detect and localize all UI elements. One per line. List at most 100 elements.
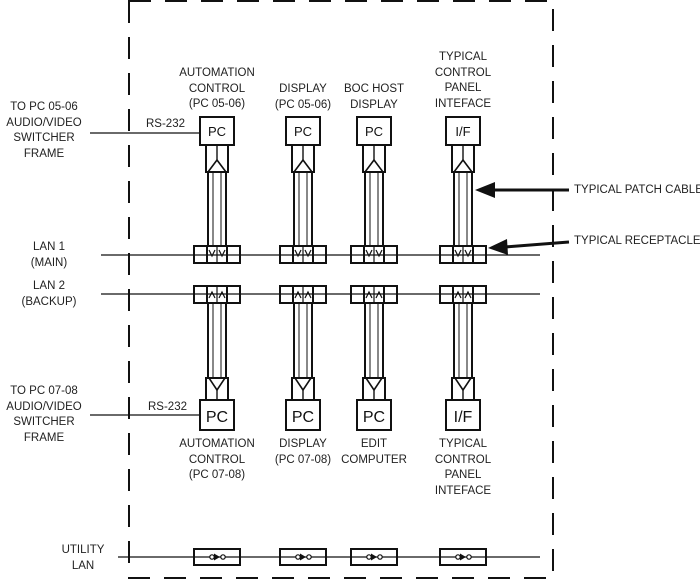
upper-patch-cable <box>364 171 384 247</box>
jack-contacts-icon <box>454 290 472 299</box>
upper-device-caption: AUTOMATION CONTROL (PC 05-06) <box>167 66 267 113</box>
port-arrow-icon <box>214 553 220 561</box>
device-column: I/F I/F <box>439 116 487 566</box>
rs232-label-top: RS-232 <box>146 118 185 130</box>
lower-device-caption-line: (PC 07-08) <box>274 453 332 466</box>
lan1-label-line: LAN 1 <box>33 241 65 253</box>
upper-device-box <box>445 116 481 146</box>
lower-device-caption-line: TYPICAL <box>439 438 487 450</box>
lower-patch-cable <box>293 302 313 379</box>
lan1-label-line: (MAIN) <box>30 256 68 269</box>
upper-device-box-label: PC <box>208 124 226 139</box>
lower-device-caption-line: COMPUTER <box>341 453 407 466</box>
lower-device-caption-line: PANEL <box>444 469 482 481</box>
port-node-icon <box>295 554 301 560</box>
lan2-label-line: (BACKUP) <box>21 295 77 308</box>
upper-device-caption-line: BOC HOST <box>343 83 405 95</box>
device-column: PC PC <box>350 116 398 566</box>
bottom-switcher-label-line: FRAME <box>23 431 65 444</box>
utility-lan-label-line: UTILITY <box>61 544 105 556</box>
port-node-icon <box>220 554 226 560</box>
lower-device-box-label: I/F <box>454 409 473 426</box>
lan2-label: LAN 2 (BACKUP) <box>18 279 80 310</box>
top-switcher-label-line: FRAME <box>23 147 65 160</box>
port-arrow-icon <box>460 553 466 561</box>
upper-device-caption-line: DISPLAY <box>279 83 327 95</box>
lower-device-box <box>445 399 481 431</box>
port-node-icon <box>377 554 383 560</box>
port-arrow-icon <box>300 553 306 561</box>
port-node-icon <box>466 554 472 560</box>
top-switcher-label-line: SWITCHER <box>13 132 75 144</box>
upper-device-caption: DISPLAY (PC 05-06) <box>253 82 353 113</box>
jack-contacts-icon <box>208 249 226 258</box>
lower-device-caption-line: EDIT <box>360 438 388 450</box>
upper-device-caption-line: DISPLAY <box>350 98 398 111</box>
utility-lan-label-line: LAN <box>71 559 95 572</box>
upper-device-box-label: I/F <box>455 124 470 139</box>
upper-device-caption-line: AUTOMATION <box>179 67 255 79</box>
upper-device-caption: TYPICAL CONTROL PANEL INTEFACE <box>413 50 513 112</box>
port-node-icon <box>366 554 372 560</box>
upper-device-caption-line: CONTROL <box>434 66 492 79</box>
lower-device-box <box>199 399 235 431</box>
bottom-switcher-label-line: TO PC 07-08 <box>10 385 78 397</box>
port-node-icon <box>209 554 215 560</box>
lower-device-box-label: PC <box>292 409 314 426</box>
lan1-label: LAN 1 (MAIN) <box>24 240 74 271</box>
lan2-label-line: LAN 2 <box>33 280 65 292</box>
device-column: PC PC <box>193 116 241 566</box>
lower-device-caption-line: CONTROL <box>188 453 246 466</box>
patch-cable-callout: TYPICAL PATCH CABLE <box>574 184 700 196</box>
jack-contacts-icon <box>208 290 226 299</box>
port-node-icon <box>455 554 461 560</box>
upper-patch-cable <box>207 171 227 247</box>
rs232-label-bottom: RS-232 <box>148 401 187 413</box>
upper-device-box <box>199 116 235 146</box>
lower-device-caption: DISPLAY (PC 07-08) <box>253 437 353 468</box>
lower-device-box-label: PC <box>206 409 228 426</box>
patch-cable-callout-arrow <box>475 182 569 198</box>
receptacle-callout: TYPICAL RECEPTACLE <box>574 235 700 247</box>
utility-lan-label: UTILITY LAN <box>58 543 108 574</box>
upper-device-caption-line: PANEL <box>444 82 482 94</box>
lower-device-box <box>285 399 321 431</box>
upper-device-box <box>356 116 392 146</box>
jack-contacts-icon <box>294 249 312 258</box>
upper-device-box-label: PC <box>365 124 383 139</box>
lower-patch-cable <box>364 302 384 379</box>
lower-device-caption-line: INTEFACE <box>434 484 492 497</box>
lower-device-caption: AUTOMATION CONTROL (PC 07-08) <box>167 437 267 484</box>
lower-device-caption-line: DISPLAY <box>279 438 327 450</box>
jack-contacts-icon <box>365 290 383 299</box>
lower-device-box <box>356 399 392 431</box>
upper-device-caption-line: INTEFACE <box>434 97 492 110</box>
lower-device-caption-line: CONTROL <box>434 453 492 466</box>
lower-device-caption-line: AUTOMATION <box>179 438 255 450</box>
lower-device-box-label: PC <box>363 409 385 426</box>
enclosure-boundary <box>128 0 554 579</box>
jack-contacts-icon <box>365 249 383 258</box>
upper-device-caption: BOC HOST DISPLAY <box>324 82 424 113</box>
upper-device-caption-line: (PC 05-06) <box>188 98 246 110</box>
bottom-switcher-label-line: AUDIO/VIDEO <box>6 400 82 413</box>
upper-patch-cable <box>293 171 313 247</box>
lower-device-caption: EDIT COMPUTER <box>324 437 424 468</box>
top-switcher-label-line: TO PC 05-06 <box>10 101 78 113</box>
jack-contacts-icon <box>294 290 312 299</box>
port-node-icon <box>306 554 312 560</box>
upper-device-caption-line: TYPICAL <box>439 51 487 63</box>
port-arrow-icon <box>371 553 377 561</box>
upper-device-caption-line: CONTROL <box>188 82 246 95</box>
receptacle-callout-arrow <box>488 239 570 255</box>
lower-device-caption-line: (PC 07-08) <box>188 469 246 481</box>
lower-patch-cable <box>207 302 227 379</box>
upper-patch-cable <box>453 171 473 247</box>
lower-patch-cable <box>453 302 473 379</box>
jack-contacts-icon <box>454 249 472 258</box>
top-switcher-label-line: AUDIO/VIDEO <box>6 116 82 129</box>
upper-device-caption-line: (PC 05-06) <box>274 98 332 111</box>
